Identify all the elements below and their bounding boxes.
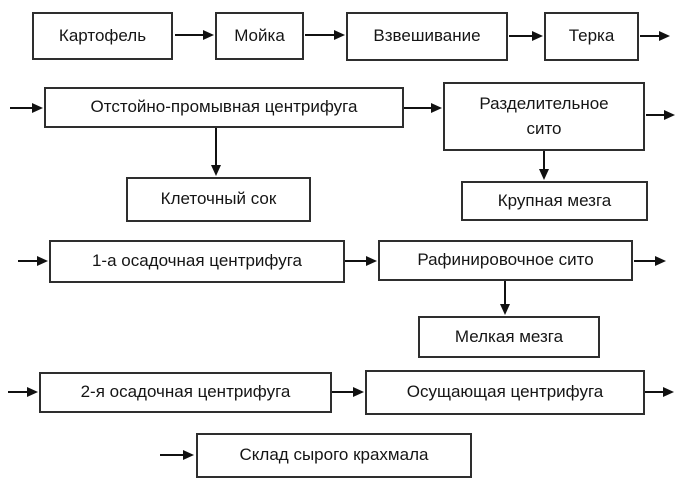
node-vzveshivanie: Взвешивание	[346, 12, 508, 61]
arrow-terka-exit	[640, 35, 660, 37]
node-kletochny-sok: Клеточный сок	[126, 177, 311, 222]
arrow-osadochnaya1-to-rafinirovochnoe	[345, 260, 367, 262]
arrow-kartofel-to-moika	[175, 34, 204, 36]
arrow-moika-to-vzveshivanie	[305, 34, 335, 36]
arrow-vzveshivanie-to-terka	[509, 35, 533, 37]
arrow-entry-osadochnaya2	[8, 391, 28, 393]
node-kartofel: Картофель	[32, 12, 173, 60]
node-terka: Терка	[544, 12, 639, 61]
arrow-razdelitelnoe-to-krupnaya	[543, 151, 545, 170]
node-osadochnaya-2: 2-я осадочная центрифуга	[39, 372, 332, 413]
arrow-entry-osadochnaya1	[18, 260, 38, 262]
node-rafinirovochnoe-sito: Рафинировочное сито	[378, 240, 633, 281]
node-sklad: Склад сырого крахмала	[196, 433, 472, 478]
arrow-osadochnaya2-to-osushayushchaya	[332, 391, 354, 393]
arrow-entry-otstoino	[10, 107, 33, 109]
node-osadochnaya-1: 1-а осадочная центрифуга	[49, 240, 345, 283]
arrow-rafinirovochnoe-exit	[634, 260, 656, 262]
node-osushayushchaya: Осущающая центрифуга	[365, 370, 645, 415]
arrow-osushayushchaya-exit	[645, 391, 664, 393]
arrow-otstoino-to-kletochny	[215, 128, 217, 166]
node-moika: Мойка	[215, 12, 304, 60]
node-krupnaya-mezga: Крупная мезга	[461, 181, 648, 221]
node-melkaya-mezga: Мелкая мезга	[418, 316, 600, 358]
node-otstoino-promyvnaya: Отстойно-промывная центрифуга	[44, 87, 404, 128]
arrow-entry-sklad	[160, 454, 184, 456]
arrow-rafinirovochnoe-to-melkaya	[504, 281, 506, 305]
node-razdelitelnoe-sito: Разделительное сито	[443, 82, 645, 151]
arrow-otstoino-to-razdelitelnoe	[404, 107, 432, 109]
arrow-razdelitelnoe-exit	[646, 114, 665, 116]
